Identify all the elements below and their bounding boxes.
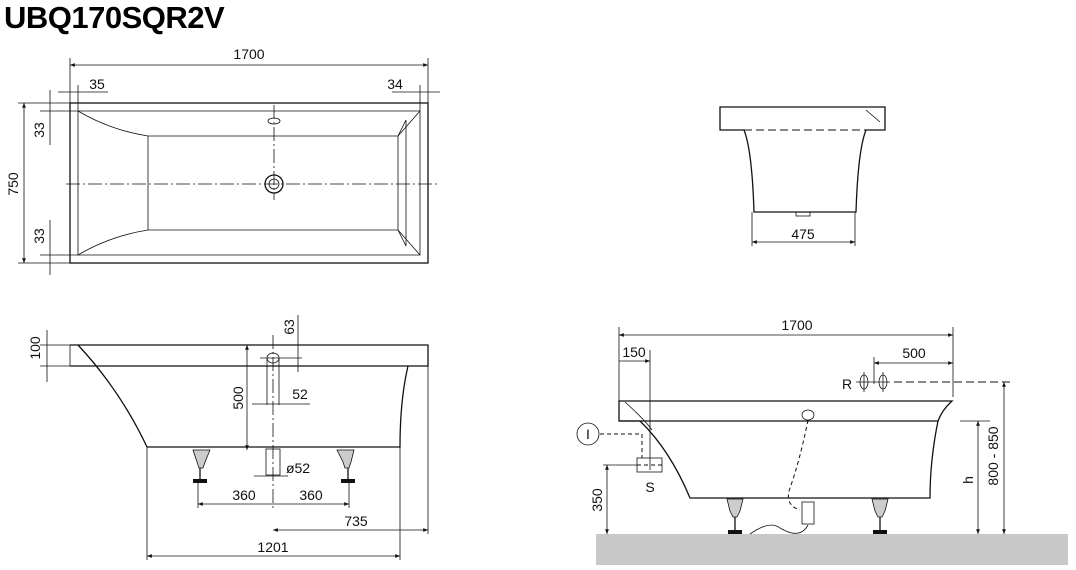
inlet-symbol: [576, 422, 600, 446]
dim-tap-offset: 500: [902, 345, 926, 361]
product-code-title: UBQ170SQR2V: [4, 0, 225, 35]
dim-overflow-offset: 63: [281, 319, 297, 335]
end-view: 475: [719, 106, 886, 246]
dim-top-margin: 33: [31, 122, 47, 138]
dim-drain-diameter: ø52: [286, 460, 310, 476]
drain-trap: [801, 501, 815, 525]
dim-overflow-diameter: 52: [292, 386, 308, 402]
tub-outline-top: [69, 102, 429, 264]
dim-bottom-margin: 33: [31, 228, 47, 244]
installation-view: 1700 150 500 R I S 350: [576, 317, 1068, 565]
dim-left-offset: 35: [89, 76, 105, 92]
foot-left: [192, 449, 211, 483]
dim-width: 750: [5, 172, 21, 196]
dim-depth: 500: [230, 386, 246, 410]
dim-foot-right: 360: [299, 487, 323, 503]
height-label: h: [960, 476, 976, 484]
side-view: 63 52 500 100 ø52 360 360 735 1201: [27, 315, 429, 560]
waste-label: S: [645, 479, 654, 495]
dim-foot-left: 360: [232, 487, 256, 503]
dim-length: 1700: [233, 46, 264, 62]
top-view: 1700 35 34 750 33 33: [5, 46, 440, 275]
dim-rim-height: 100: [27, 336, 43, 360]
dim-install-length: 1700: [781, 317, 812, 333]
dim-base-length: 1201: [257, 539, 288, 555]
dim-waste-height: 350: [589, 488, 605, 512]
dim-base-width: 475: [791, 226, 815, 242]
dim-right-offset: 34: [387, 76, 403, 92]
foot-left: [726, 498, 744, 534]
tap-label: R: [842, 376, 852, 392]
foot-right: [336, 449, 355, 483]
inlet-label: I: [586, 426, 590, 442]
foot-right: [871, 498, 889, 534]
overflow-icon: [267, 117, 281, 125]
dim-drain-to-end: 735: [344, 513, 368, 529]
drain-icon: [264, 174, 284, 194]
drain-pipe: [265, 448, 281, 476]
dim-total-height: 800 - 850: [985, 426, 1001, 485]
tap-connector-icon: [856, 372, 890, 392]
dim-waste-offset: 150: [622, 344, 646, 360]
floor: [596, 534, 1068, 565]
